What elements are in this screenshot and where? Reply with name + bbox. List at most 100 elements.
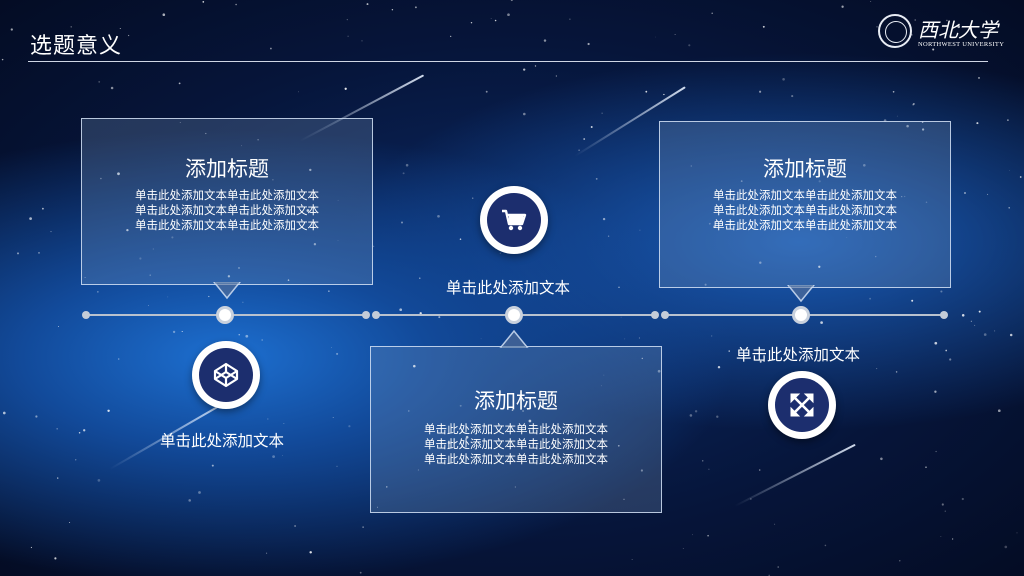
star: [17, 252, 19, 255]
text-box-3[interactable]: 添加标题 单击此处添加文本单击此处添加文本 单击此处添加文本单击此处添加文本 单…: [659, 121, 951, 288]
star: [408, 410, 410, 412]
expand-arrows-icon: [790, 393, 814, 417]
star: [600, 385, 602, 387]
star: [590, 126, 593, 128]
star: [1016, 532, 1018, 534]
star: [540, 402, 542, 403]
star: [414, 6, 417, 9]
star: [747, 192, 750, 195]
star: [281, 455, 283, 456]
star: [913, 103, 915, 105]
box-line: 单击此处添加文本单击此处添加文本: [424, 437, 608, 451]
star: [640, 469, 643, 472]
star: [336, 352, 339, 355]
timeline-endpoint: [82, 311, 90, 319]
star: [309, 168, 312, 172]
star: [117, 172, 120, 176]
box-line: 单击此处添加文本单击此处添加文本: [135, 203, 319, 217]
star: [391, 9, 394, 11]
icon-badge-3[interactable]: [768, 371, 836, 439]
star: [332, 417, 334, 419]
star: [994, 330, 996, 332]
star: [911, 34, 913, 36]
star: [306, 209, 310, 212]
star: [50, 231, 52, 233]
shopping-cart-icon: [502, 209, 527, 231]
star: [348, 425, 351, 428]
star: [257, 139, 259, 141]
star: [895, 209, 897, 211]
box-line: 单击此处添加文本单击此处添加文本: [135, 218, 319, 232]
star: [934, 341, 938, 345]
star: [494, 19, 497, 22]
star: [78, 431, 81, 434]
icon-badge-2[interactable]: [480, 186, 548, 254]
star: [162, 13, 166, 16]
star: [762, 25, 765, 28]
box-body: 单击此处添加文本单击此处添加文本 单击此处添加文本单击此处添加文本 单击此处添加…: [82, 188, 372, 233]
star: [674, 34, 676, 35]
star: [100, 177, 102, 180]
star: [707, 534, 709, 537]
star: [346, 19, 348, 21]
star: [704, 283, 707, 286]
star: [490, 17, 492, 20]
star: [1009, 333, 1013, 337]
star: [759, 90, 762, 93]
star: [522, 409, 525, 413]
star: [528, 419, 532, 423]
star: [925, 466, 927, 468]
star: [266, 552, 268, 554]
star: [419, 312, 422, 315]
star: [555, 75, 557, 77]
star: [961, 497, 964, 501]
box-line: 单击此处添加文本单击此处添加文本: [713, 203, 897, 217]
box-line: 单击此处添加文本单击此处添加文本: [424, 452, 608, 466]
star: [152, 248, 154, 250]
star: [127, 34, 130, 37]
star: [657, 369, 661, 373]
star: [419, 277, 421, 279]
star: [413, 364, 416, 368]
star: [583, 138, 586, 140]
star: [641, 357, 644, 360]
star: [511, 409, 514, 412]
star: [978, 76, 980, 79]
star: [876, 26, 878, 28]
star: [361, 40, 363, 42]
timeline-node[interactable]: [216, 306, 234, 324]
star: [235, 3, 237, 6]
text-box-1[interactable]: 添加标题 单击此处添加文本单击此处添加文本 单击此处添加文本单击此处添加文本 单…: [81, 118, 373, 285]
star: [437, 214, 440, 218]
star: [682, 548, 684, 549]
star: [2, 411, 6, 415]
star: [846, 237, 848, 238]
star: [964, 192, 966, 194]
star: [485, 90, 488, 93]
star: [759, 360, 762, 363]
star: [117, 358, 120, 360]
timeline-node[interactable]: [505, 306, 523, 324]
star: [758, 469, 761, 471]
icon-badge-1[interactable]: [192, 341, 260, 409]
star: [569, 18, 571, 20]
text-box-2[interactable]: 添加标题 单击此处添加文本单击此处添加文本 单击此处添加文本单击此处添加文本 单…: [370, 346, 662, 513]
star: [774, 523, 776, 525]
star: [961, 314, 965, 317]
star: [240, 145, 242, 147]
caption-1: 单击此处添加文本: [160, 432, 285, 450]
timeline-node[interactable]: [792, 306, 810, 324]
star: [534, 65, 537, 67]
star: [499, 252, 501, 254]
star: [654, 36, 656, 38]
star: [711, 335, 713, 337]
star: [238, 334, 240, 336]
star: [876, 368, 878, 370]
star: [199, 159, 202, 163]
star: [711, 12, 713, 14]
star: [1008, 170, 1010, 172]
star: [618, 286, 620, 289]
star: [328, 290, 330, 292]
star: [987, 193, 989, 195]
star: [399, 308, 403, 312]
